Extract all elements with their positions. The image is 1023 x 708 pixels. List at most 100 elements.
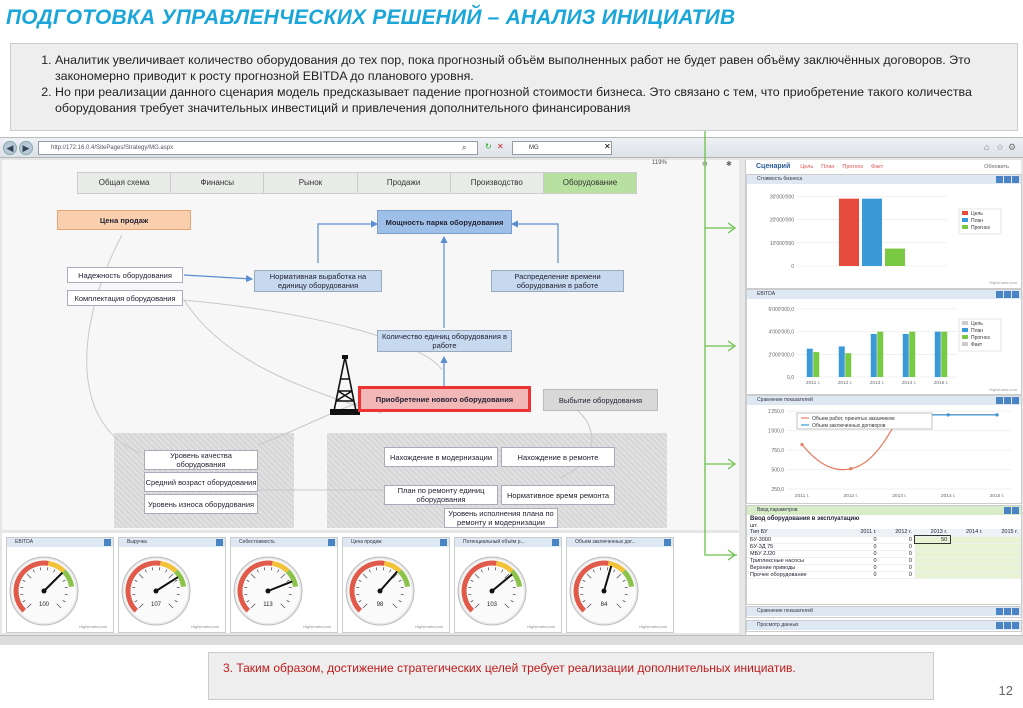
node-quality[interactable]: Уровень качества оборудования xyxy=(144,450,258,470)
gauge-title: Цена продаж xyxy=(351,539,382,545)
node-reliability[interactable]: Надежность оборудования xyxy=(67,267,183,283)
tab-close-icon[interactable]: ✕ xyxy=(604,142,611,151)
table-input-cell[interactable] xyxy=(985,557,1021,565)
gauge-menu-icon[interactable] xyxy=(216,539,223,546)
table-input-cell[interactable] xyxy=(914,543,951,551)
table-input-cell[interactable] xyxy=(985,564,1021,572)
table-input-cell[interactable] xyxy=(985,543,1021,551)
close-icon[interactable] xyxy=(1012,291,1019,298)
node-avg-age[interactable]: Средний возраст оборудования xyxy=(144,472,258,492)
table-input-cell[interactable] xyxy=(914,571,951,579)
x-tick-label: 2014 г. xyxy=(902,380,917,386)
node-retirement[interactable]: Выбытие оборудования xyxy=(543,389,658,411)
zoom-level[interactable]: 119% xyxy=(652,160,667,166)
series-point xyxy=(946,413,950,417)
table-input-cell[interactable] xyxy=(914,564,951,572)
stop-icon[interactable]: ✕ xyxy=(497,142,504,151)
refresh-icon[interactable] xyxy=(1004,176,1011,183)
back-icon[interactable]: ◀ xyxy=(3,141,17,155)
horizontal-scrollbar[interactable] xyxy=(0,635,1023,645)
refresh-icon[interactable] xyxy=(1004,291,1011,298)
edit-icon[interactable] xyxy=(996,608,1003,615)
close-icon[interactable] xyxy=(1012,608,1019,615)
scenario-plan[interactable]: План xyxy=(821,164,835,170)
close-icon[interactable] xyxy=(1012,176,1019,183)
table-input-cell[interactable] xyxy=(914,550,951,558)
browser-window: ◀ ▶ http://172.16.0.4/SitePages/Strategy… xyxy=(0,137,1023,645)
node-unit-count[interactable]: Количество единиц оборудования в работе xyxy=(377,330,512,352)
edit-icon[interactable] xyxy=(996,622,1003,629)
edit-icon[interactable] xyxy=(996,176,1003,183)
node-price[interactable]: Цена продаж xyxy=(57,210,191,230)
refresh-icon[interactable]: ↻ xyxy=(485,142,492,151)
table-input-cell[interactable]: 50 xyxy=(913,535,952,544)
node-repair-plan[interactable]: План по ремонту единиц оборудования xyxy=(384,485,498,505)
gauge-tick xyxy=(246,579,250,582)
scenario-goal[interactable]: Цель xyxy=(800,164,814,170)
ebitda-chart: 0,02'000'000,04'000'000,06'000'000,02011… xyxy=(768,307,1017,392)
settings-icon[interactable]: ⚙ xyxy=(1008,142,1017,152)
tab-sales[interactable]: Продажи xyxy=(357,173,451,193)
scenario-fact[interactable]: Факт xyxy=(871,164,884,170)
node-repair-time[interactable]: Нормативное время ремонта xyxy=(501,485,615,505)
search-icon[interactable]: ⌕ xyxy=(462,143,467,152)
table-input-cell[interactable] xyxy=(950,550,986,558)
close-icon[interactable] xyxy=(1012,507,1019,514)
gauge-menu-icon[interactable] xyxy=(328,539,335,546)
address-bar[interactable]: http://172.16.0.4/SitePages/Strategy/MG.… xyxy=(38,141,478,155)
table-input-cell[interactable] xyxy=(950,543,986,551)
gauge-menu-icon[interactable] xyxy=(440,539,447,546)
edit-icon[interactable] xyxy=(996,291,1003,298)
gauge-menu-icon[interactable] xyxy=(664,539,671,546)
favorites-icon[interactable]: ☆ xyxy=(996,142,1005,152)
x-tick-label: 2012 г. xyxy=(843,493,858,499)
slide-title: ПОДГОТОВКА УПРАВЛЕНЧЕСКИХ РЕШЕНИЙ – АНАЛ… xyxy=(6,6,736,29)
table-input-cell[interactable] xyxy=(985,536,1021,544)
close-icon[interactable] xyxy=(1012,622,1019,629)
tab-equipment[interactable]: Оборудование xyxy=(543,173,637,193)
node-wear[interactable]: Уровень износа оборудования xyxy=(144,494,258,514)
close-icon[interactable] xyxy=(1012,397,1019,404)
home-icon[interactable]: ⌂ xyxy=(984,142,990,152)
gauge-band xyxy=(607,560,626,574)
table-input-cell[interactable] xyxy=(950,571,986,579)
node-time-distribution[interactable]: Распределение времени оборудования в раб… xyxy=(491,270,624,292)
node-repair[interactable]: Нахождение в ремонте xyxy=(501,447,615,467)
node-purchase-equipment[interactable]: Приобретение нового оборудования xyxy=(358,386,531,412)
node-completeness[interactable]: Комплектация оборудования xyxy=(67,290,183,306)
table-input-cell[interactable] xyxy=(985,550,1021,558)
node-plan-execution[interactable]: Уровень исполнения плана по ремонту и мо… xyxy=(444,508,558,528)
gauge-needle xyxy=(43,571,64,592)
save-icon[interactable] xyxy=(1004,507,1011,514)
table-input-cell[interactable] xyxy=(914,557,951,565)
node-norm-output[interactable]: Нормативная выработка на единицу оборудо… xyxy=(254,270,382,292)
refresh-icon[interactable] xyxy=(1004,397,1011,404)
table-input-cell[interactable] xyxy=(950,557,986,565)
tab-finance[interactable]: Финансы xyxy=(171,173,265,193)
browser-tab[interactable]: MG xyxy=(512,141,612,155)
gauge-menu-icon[interactable] xyxy=(552,539,559,546)
refresh-icon[interactable] xyxy=(1004,608,1011,615)
table-cell: 0 xyxy=(879,543,915,551)
tab-market[interactable]: Рынок xyxy=(264,173,358,193)
gauge-tick xyxy=(616,573,622,579)
table-input-cell[interactable] xyxy=(950,564,986,572)
refresh-link[interactable]: Обновить xyxy=(984,164,1009,170)
gauge-menu-icon[interactable] xyxy=(104,539,111,546)
forward-icon[interactable]: ▶ xyxy=(19,141,33,155)
table-input-cell[interactable] xyxy=(985,571,1021,579)
scenario-forecast[interactable]: Прогноз xyxy=(842,164,864,170)
tab-overview[interactable]: Общая схема xyxy=(78,173,172,193)
tab-production[interactable]: Производство xyxy=(450,173,544,193)
table-input-cell[interactable] xyxy=(950,536,986,544)
y-tick-label: 500,0 xyxy=(771,468,784,474)
node-capacity[interactable]: Мощность парка оборудования xyxy=(377,210,512,234)
edit-icon[interactable] xyxy=(996,397,1003,404)
comparison-panel-2: Сравнение показателей xyxy=(746,606,1022,618)
node-modernization[interactable]: Нахождение в модернизации xyxy=(384,447,498,467)
legend-swatch xyxy=(962,321,968,325)
refresh-icon[interactable] xyxy=(1004,622,1011,629)
